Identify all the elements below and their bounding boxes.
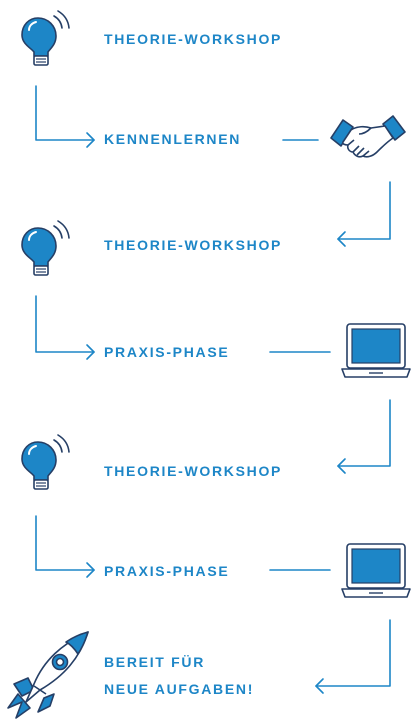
step-label: THEORIE-WORKSHOP xyxy=(104,237,283,253)
lightbulb-icon xyxy=(21,10,70,66)
connector-4 xyxy=(337,399,391,467)
connector-3 xyxy=(35,295,95,353)
laptop-icon xyxy=(341,323,411,378)
arrowhead-5 xyxy=(86,562,95,578)
arrowhead-2 xyxy=(337,231,346,247)
lightbulb-icon xyxy=(21,220,70,276)
laptop-icon xyxy=(341,543,411,598)
handshake-icon xyxy=(330,115,406,158)
connector-5 xyxy=(35,515,95,571)
lightbulb-icon xyxy=(21,434,70,490)
connector-6 xyxy=(315,619,391,687)
step-label-line1: BEREIT FÜR xyxy=(104,654,205,670)
rocket-icon xyxy=(7,631,89,719)
arrowhead-1 xyxy=(86,132,95,148)
connector-2 xyxy=(337,181,391,240)
step-label: KENNENLERNEN xyxy=(104,131,242,147)
step-label: THEORIE-WORKSHOP xyxy=(104,463,283,479)
step-label: THEORIE-WORKSHOP xyxy=(104,31,283,47)
step-label: PRAXIS-PHASE xyxy=(104,344,230,360)
step-label: PRAXIS-PHASE xyxy=(104,563,230,579)
arrowhead-4 xyxy=(337,458,346,474)
step-label-line2: NEUE AUFGABEN! xyxy=(104,681,255,697)
connector-1 xyxy=(35,85,95,141)
arrowhead-3 xyxy=(86,344,95,360)
arrowhead-6 xyxy=(315,678,324,694)
